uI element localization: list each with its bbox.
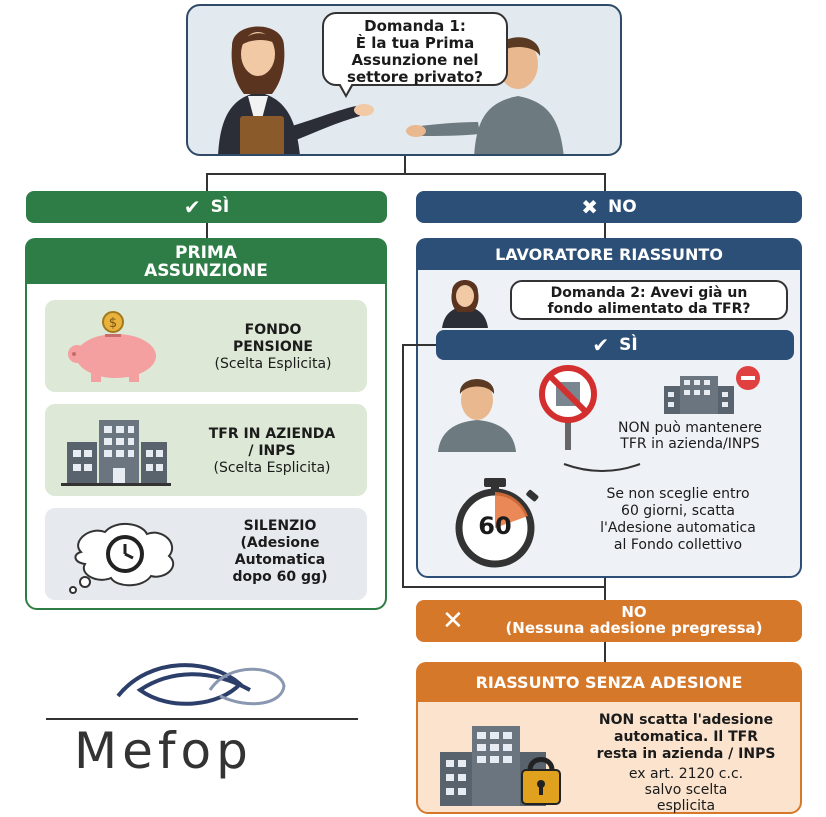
connector — [604, 578, 606, 600]
question-2-line: fondo alimentato da TFR? — [547, 301, 751, 317]
stopwatch-value: 60 — [478, 512, 512, 540]
legal-note-line: ex art. 2120 c.c. — [628, 766, 744, 782]
connector — [402, 586, 606, 588]
no-enrollment-line: resta in azienda / INPS — [596, 746, 776, 762]
connector — [604, 173, 606, 191]
option-title-line: SILENZIO — [243, 518, 317, 534]
option-silence: SILENZIO (Adesione Automatica dopo 60 gg… — [45, 508, 367, 600]
question-2-line: Domanda 2: Avevi già un — [550, 285, 748, 301]
auto-enrollment-line: 60 giorni, scatta — [621, 503, 735, 519]
option-title-line: TFR IN AZIENDA — [208, 426, 336, 442]
first-hire-title: PRIMA ASSUNZIONE — [25, 238, 387, 284]
auto-enrollment-text: Se non sceglie entro 60 giorni, scatta l… — [560, 486, 796, 554]
connector — [604, 223, 606, 238]
clock-thought-icon — [69, 523, 175, 594]
first-hire-title-line: PRIMA — [175, 243, 237, 263]
connector — [206, 173, 606, 175]
stopwatch-icon — [455, 478, 539, 568]
connector — [206, 173, 208, 191]
man-avatar-icon — [438, 379, 516, 452]
question-1-line: È la tua Prima — [355, 34, 475, 52]
option-title-line: / INPS — [248, 443, 296, 459]
rehired-no-enrollment-title: RIASSUNTO SENZA ADESIONE — [416, 662, 802, 702]
no-prior-fund-sub: (Nessuna adesione pregressa) — [505, 619, 763, 637]
option-title-line: dopo 60 gg) — [232, 569, 328, 585]
legal-note-line: esplicita — [656, 798, 716, 814]
woman-avatar-icon — [442, 280, 488, 328]
logo-divider — [46, 718, 358, 720]
mefop-logo-mark — [116, 663, 286, 706]
option-pension-fund: $ FONDO PENSIONE (Scelta Esplicita) — [45, 300, 367, 392]
yes-prior-fund-header: ✔ SÌ — [436, 330, 794, 360]
no-branch-header: ✖ NO — [416, 191, 802, 223]
no-prior-fund-header: ✕ NO (Nessuna adesione pregressa) — [416, 600, 802, 642]
check-icon: ✔ — [183, 195, 201, 219]
connector — [604, 642, 606, 662]
connector — [404, 156, 406, 174]
no-enrollment-line: automatica. Il TFR — [614, 729, 758, 745]
cross-icon: ✖ — [581, 195, 599, 219]
connector — [402, 344, 436, 346]
yes-label: SÌ — [210, 197, 230, 217]
building-lock-icon — [440, 726, 561, 806]
first-hire-title-line: ASSUNZIONE — [144, 261, 268, 281]
piggy-bank-icon: $ — [68, 311, 156, 382]
building-no-entry-icon — [664, 366, 760, 414]
question-2-bubble: Domanda 2: Avevi già un fondo alimentato… — [510, 280, 788, 320]
rehired-worker-title: LAVORATORE RIASSUNTO — [416, 238, 802, 270]
no-enrollment-text: NON scatta l'adesione automatica. Il TFR… — [576, 712, 796, 763]
option-subtitle: (Scelta Esplicita) — [214, 356, 332, 372]
question-1-line: Assunzione nel — [351, 51, 479, 69]
cannot-keep-tfr-line: NON può mantenere — [618, 420, 762, 436]
no-label: NO — [608, 197, 637, 217]
no-prior-fund-label: NO — [621, 603, 647, 621]
no-building-sign-icon — [539, 365, 597, 450]
question-1-line: Domanda 1: — [364, 17, 466, 35]
option-title-line: PENSIONE — [232, 339, 313, 355]
check-icon: ✔ — [592, 333, 610, 357]
cross-icon: ✕ — [442, 606, 464, 636]
question-1-line: settore privato? — [347, 68, 483, 86]
mefop-logo-text: Mefop — [74, 722, 253, 780]
no-enrollment-line: NON scatta l'adesione — [598, 712, 774, 728]
yes-branch-header: ✔ SÌ — [26, 191, 387, 223]
question-1-bubble: Domanda 1: È la tua Prima Assunzione nel… — [322, 12, 508, 98]
svg-text:$: $ — [109, 316, 117, 331]
woman-figure — [218, 26, 374, 154]
option-tfr-company: TFR IN AZIENDA / INPS (Scelta Esplicita) — [45, 404, 367, 496]
legal-note-line: salvo scelta — [644, 782, 728, 798]
man-figure — [406, 37, 564, 154]
conversation-illustration — [218, 26, 564, 154]
auto-enrollment-line: Se non sceglie entro — [606, 486, 750, 502]
auto-enrollment-line: al Fondo collettivo — [613, 537, 743, 553]
connector — [402, 344, 404, 588]
stopwatch: 60 — [440, 476, 550, 568]
legal-note: ex art. 2120 c.c. salvo scelta esplicita — [576, 766, 796, 814]
down-arrow-icon — [563, 463, 641, 472]
yes-label: SÌ — [619, 335, 638, 355]
option-title-line: (Adesione — [240, 535, 320, 551]
option-title-line: Automatica — [234, 552, 326, 568]
auto-enrollment-line: l'Adesione automatica — [600, 520, 756, 536]
cannot-keep-tfr-text: NON può mantenere TFR in azienda/INPS — [590, 420, 790, 452]
connector — [206, 223, 208, 238]
option-title-line: FONDO — [244, 322, 302, 338]
option-subtitle: (Scelta Esplicita) — [213, 460, 331, 476]
office-building-icon — [61, 420, 171, 486]
cannot-keep-tfr-line: TFR in azienda/INPS — [620, 436, 760, 452]
